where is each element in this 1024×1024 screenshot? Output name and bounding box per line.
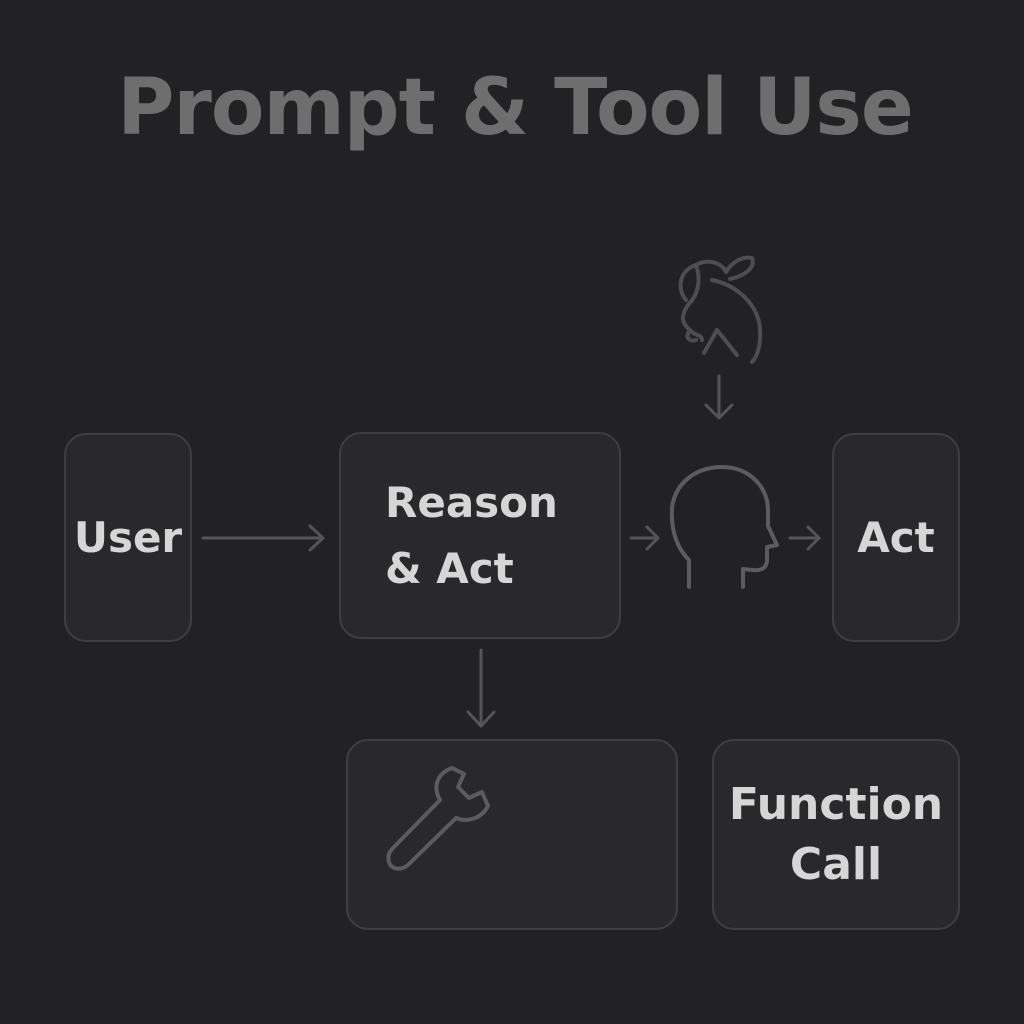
user-node: User	[64, 433, 192, 642]
arrow-thinker-to-head	[704, 374, 734, 420]
thinker-figure-icon	[678, 255, 763, 364]
arrow-reason-to-head	[629, 525, 660, 551]
reason-act-label-line2: & Act	[385, 543, 514, 593]
user-node-label: User	[73, 513, 183, 562]
reason-act-node: Reason & Act	[339, 432, 621, 639]
reason-act-label-line1: Reason	[385, 477, 558, 527]
act-node-label: Act	[857, 513, 935, 562]
function-call-label-line2: Call	[789, 838, 883, 890]
function-call-node: Function Call	[712, 739, 960, 930]
act-node: Act	[832, 433, 960, 642]
arrow-user-to-reason	[201, 524, 325, 552]
arrow-reason-to-tool	[466, 648, 496, 728]
function-call-label-line1: Function	[728, 778, 944, 830]
head-profile-icon	[669, 465, 779, 589]
diagram-title: Prompt & Tool Use	[117, 63, 914, 153]
tool-node	[346, 739, 678, 930]
arrow-head-to-act	[788, 525, 821, 551]
